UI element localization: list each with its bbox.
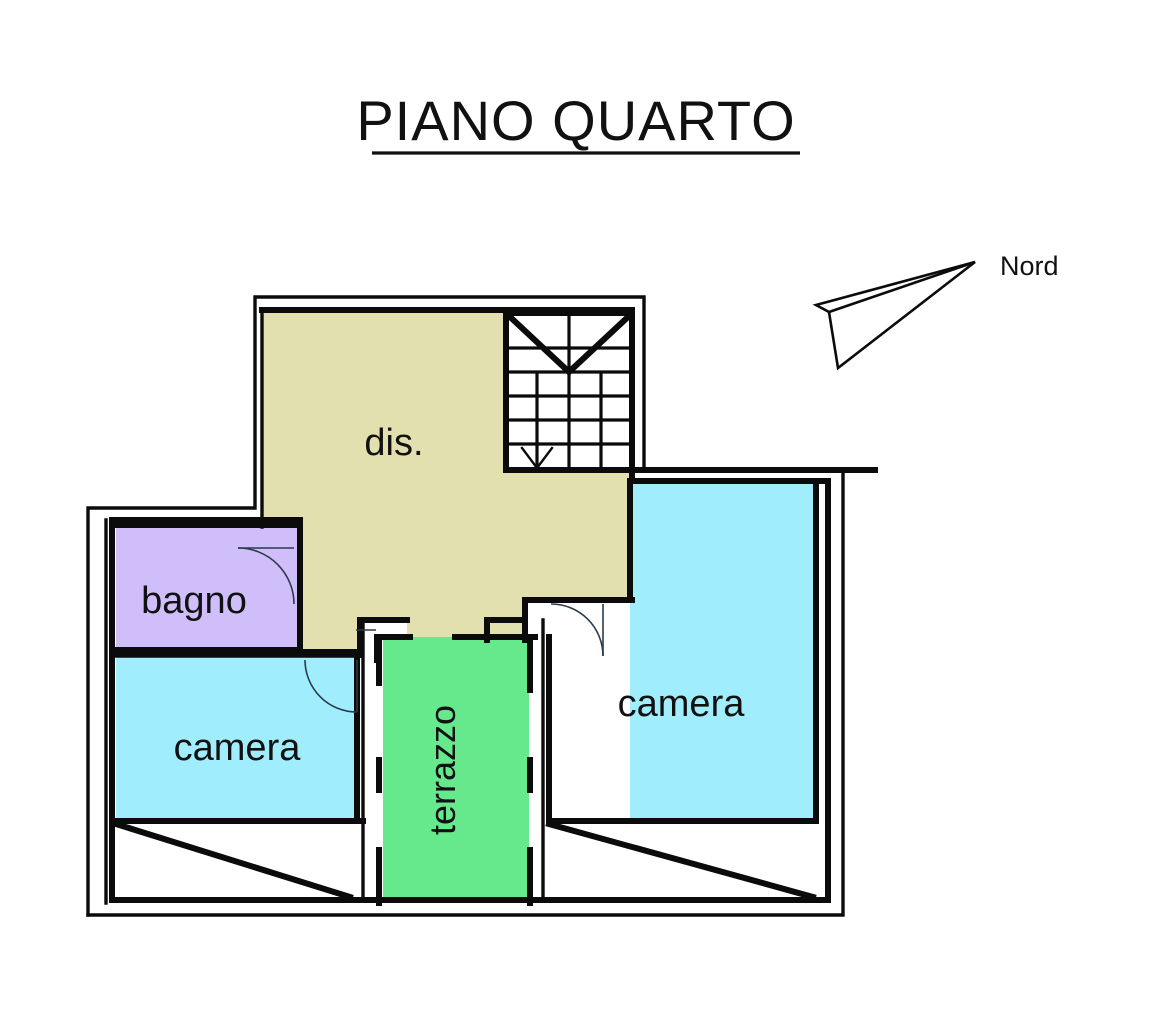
page-title: PIANO QUARTO: [356, 89, 795, 152]
north-arrow-icon: [812, 260, 976, 371]
room-label-bedroom-left: camera: [174, 727, 302, 769]
inner-wall-thick-left: [109, 517, 303, 903]
room-fill-bedroom-left: [116, 656, 357, 821]
door-swing-bathroom: [237, 547, 295, 605]
room-fill-bathroom: [116, 527, 300, 647]
outer-wall-thin-lower: [86, 468, 845, 917]
room-label-bedroom-right: camera: [618, 683, 746, 725]
room-fill-terrace: [383, 637, 529, 903]
room-fill-bedroom-right: [630, 480, 816, 821]
roof-slope-line-right: [545, 820, 817, 901]
north-label: Nord: [1000, 251, 1059, 281]
terrace-walls: [357, 617, 538, 906]
room-label-bathroom: bagno: [141, 580, 247, 622]
roof-slope-line-left: [112, 820, 354, 901]
staircase-icon: [503, 310, 635, 473]
door-swing-camera-left: [304, 659, 358, 713]
door-swing-camera-right: [550, 603, 604, 657]
room-label-corridor: dis.: [364, 422, 423, 464]
room-label-terrace: terrazzo: [422, 705, 463, 835]
down-arrow-icon: [520, 446, 554, 470]
